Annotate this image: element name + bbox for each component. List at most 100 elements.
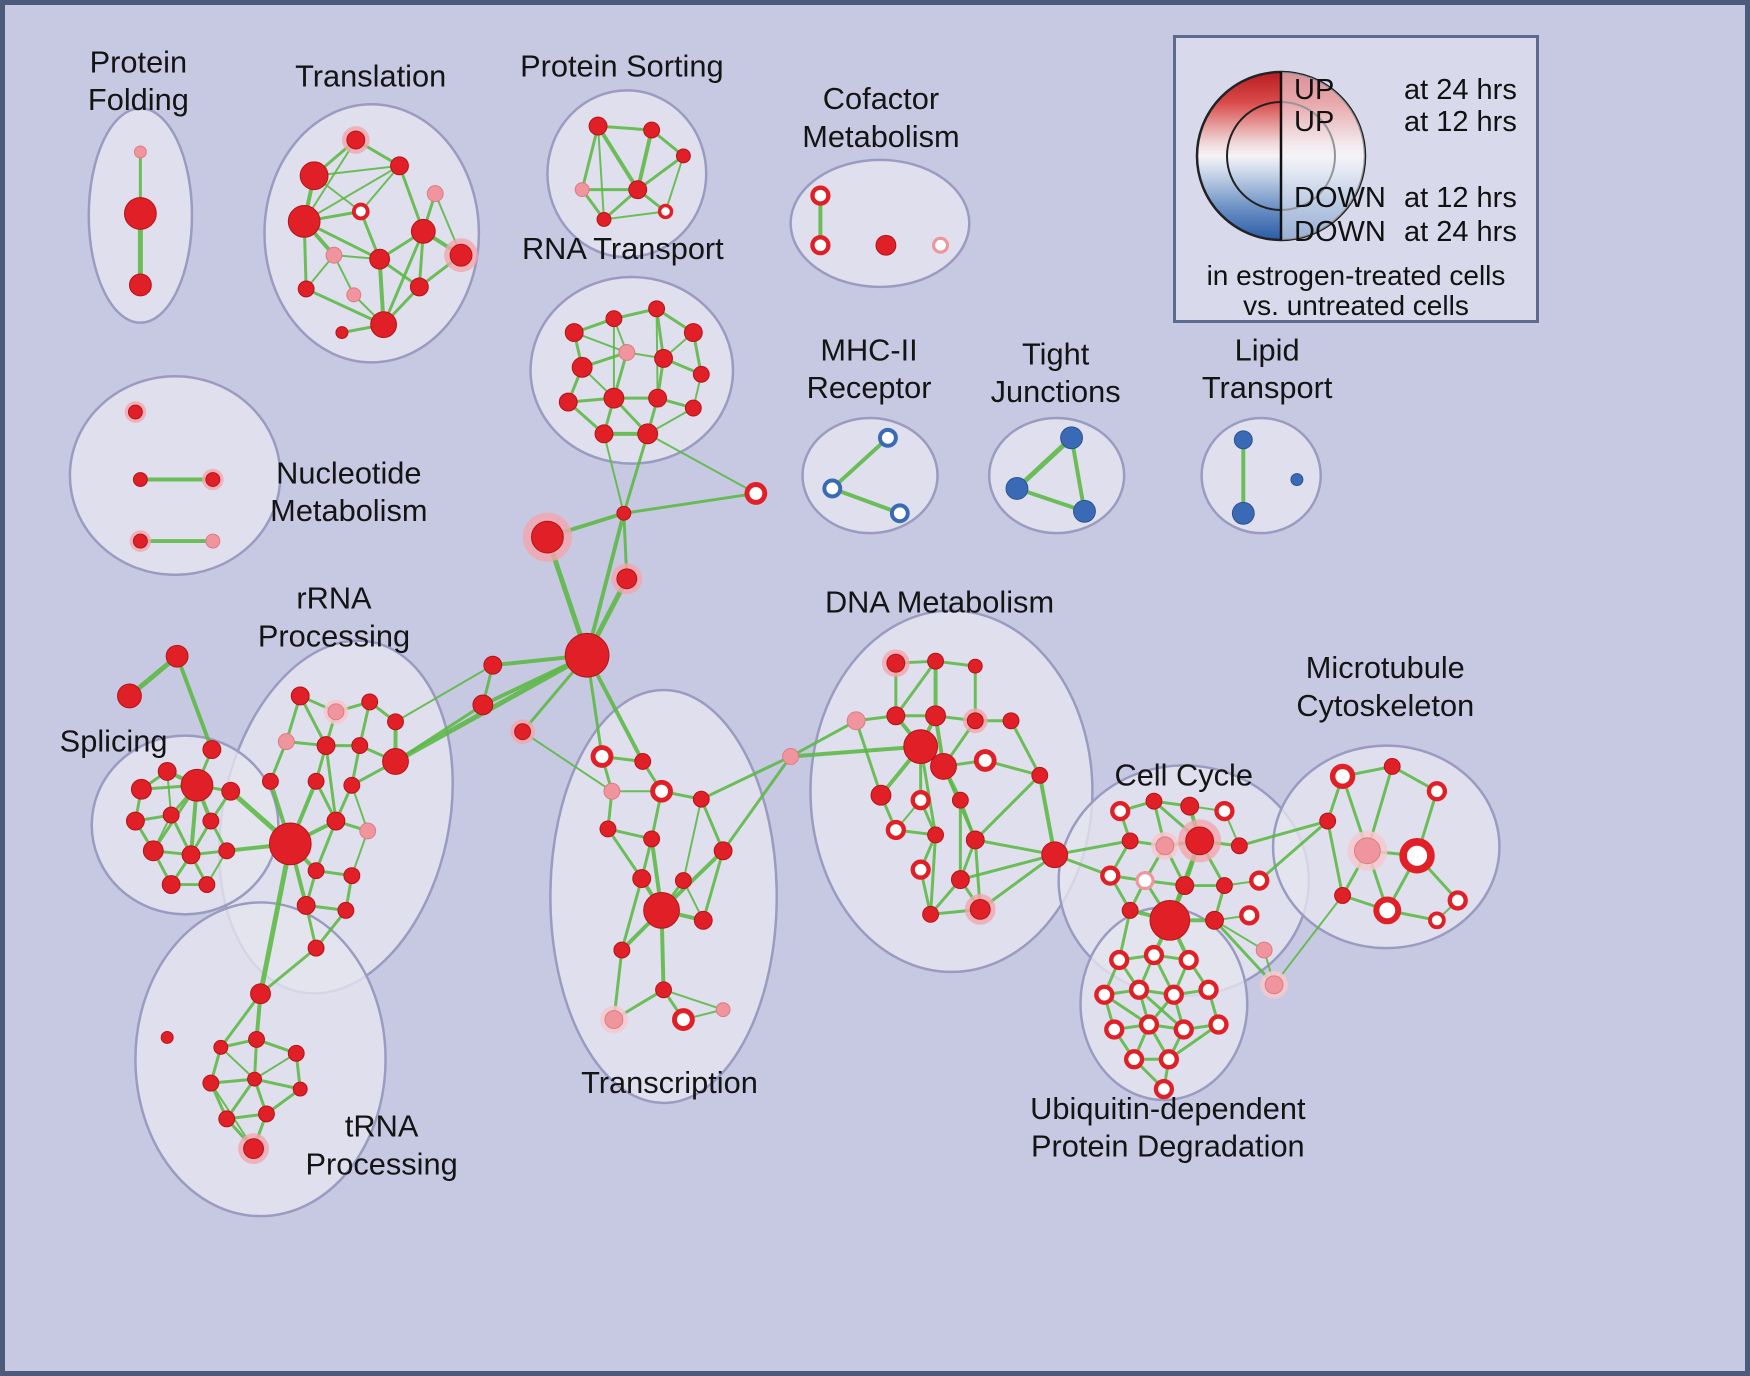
node-cc7 [1185, 826, 1215, 856]
node-rr1 [327, 703, 345, 721]
node-tn2 [213, 1039, 229, 1055]
node-tc15 [672, 1008, 695, 1031]
node-dm9 [930, 753, 957, 780]
node-dm7 [1002, 712, 1020, 730]
node-rr12 [326, 811, 346, 831]
node-mc2 [1426, 781, 1448, 802]
cluster-label-protein-sorting: Protein Sorting [520, 48, 724, 83]
node-hb0 [564, 632, 610, 678]
node-tn1 [160, 1030, 174, 1044]
node-cc10 [1135, 871, 1155, 891]
node-tr13 [370, 311, 397, 339]
legend-down-12-label: DOWN [1294, 182, 1386, 214]
node-cc12 [1216, 877, 1233, 894]
edge-cc8-mc3 [1237, 819, 1330, 848]
edge-ch1-hb0 [585, 511, 626, 658]
node-rt9 [603, 387, 625, 409]
node-mc1 [1383, 757, 1401, 775]
node-sp11 [198, 876, 216, 893]
node-tc14 [604, 1010, 624, 1030]
node-dm21 [922, 905, 940, 923]
edge-mh1-mh2 [830, 486, 902, 516]
node-dm19 [950, 870, 970, 890]
edge-hb1-rr3 [394, 664, 494, 723]
node-tc7 [713, 841, 733, 861]
node-cf2 [875, 234, 897, 256]
node-tn4 [287, 1044, 305, 1062]
node-mc3 [1319, 812, 1337, 830]
node-tj2 [1073, 499, 1096, 523]
node-ps6 [657, 203, 674, 220]
node-tn0 [250, 983, 271, 1005]
node-tc4 [692, 790, 710, 808]
node-ub7 [1104, 1019, 1125, 1040]
edge-lk0-dm8 [788, 744, 923, 759]
legend-box: UP at 24 hrs UP at 12 hrs DOWN at 12 hrs… [1173, 35, 1539, 323]
node-tn7 [292, 1081, 308, 1097]
node-dm11 [870, 784, 892, 806]
node-tc3 [650, 779, 673, 803]
node-rr16 [296, 895, 316, 915]
node-ub6 [1198, 979, 1219, 1000]
node-tr11 [346, 287, 362, 303]
node-rr6 [351, 737, 369, 755]
node-ch2 [531, 520, 564, 554]
edge-ps0-ps4 [596, 124, 640, 192]
node-dm20 [969, 898, 991, 920]
node-dm5 [925, 705, 946, 727]
node-rr0 [290, 686, 310, 706]
node-dm6 [966, 712, 984, 730]
node-ub12 [1158, 1049, 1179, 1070]
node-ch1 [616, 505, 632, 521]
edge-lk0-dm3 [789, 719, 858, 758]
edge-ps1-ps4 [635, 128, 654, 192]
node-sp1 [157, 761, 177, 781]
node-ps3 [574, 182, 590, 198]
node-tn9 [258, 1105, 275, 1123]
node-dm3 [846, 711, 866, 731]
legend-down-12-time: at 12 hrs [1404, 182, 1517, 214]
node-tc8 [632, 869, 652, 889]
legend-up-12-time: at 12 hrs [1404, 106, 1517, 138]
edge-tn6-tn7 [253, 1077, 302, 1091]
node-ps0 [588, 116, 608, 136]
node-dm18 [910, 859, 931, 880]
edge-rt13-ch1 [622, 432, 650, 515]
node-mh2 [889, 503, 910, 524]
node-rt3 [683, 323, 703, 343]
node-mc9 [1428, 911, 1446, 930]
edge-st0-st2 [175, 654, 214, 752]
cluster-ellipse-trna-processing [134, 901, 387, 1218]
node-rt12 [594, 424, 614, 444]
node-dm0 [886, 653, 906, 673]
node-rt7 [692, 365, 710, 383]
node-tn6 [247, 1071, 262, 1087]
node-mc8 [1373, 896, 1402, 925]
cluster-label-cell-cycle: Cell Cycle [1114, 757, 1252, 792]
edge-dm14-cc0 [1037, 773, 1057, 857]
edge-tc8-tc12 [620, 877, 644, 952]
edge-bp0-mc7 [1273, 894, 1344, 986]
edge-dm19-cc0 [958, 853, 1057, 882]
node-cc15 [1149, 899, 1191, 941]
node-rr4 [277, 733, 295, 751]
node-sp6 [202, 812, 220, 830]
edge-tc7-lk0 [721, 755, 793, 853]
node-st0 [165, 644, 189, 668]
legend-up-12-label: UP [1294, 106, 1335, 138]
edge-dm1-dm4 [894, 659, 938, 718]
node-cc9 [1100, 865, 1121, 886]
cluster-ellipse-mhc-ii-receptor [801, 416, 939, 535]
node-mh0 [877, 427, 898, 448]
node-cc13 [1249, 870, 1270, 891]
node-dm17 [965, 830, 985, 850]
node-dm10 [973, 749, 997, 772]
node-bp0 [1264, 975, 1284, 995]
node-cc8 [1230, 837, 1248, 855]
node-mc5 [1399, 838, 1435, 874]
